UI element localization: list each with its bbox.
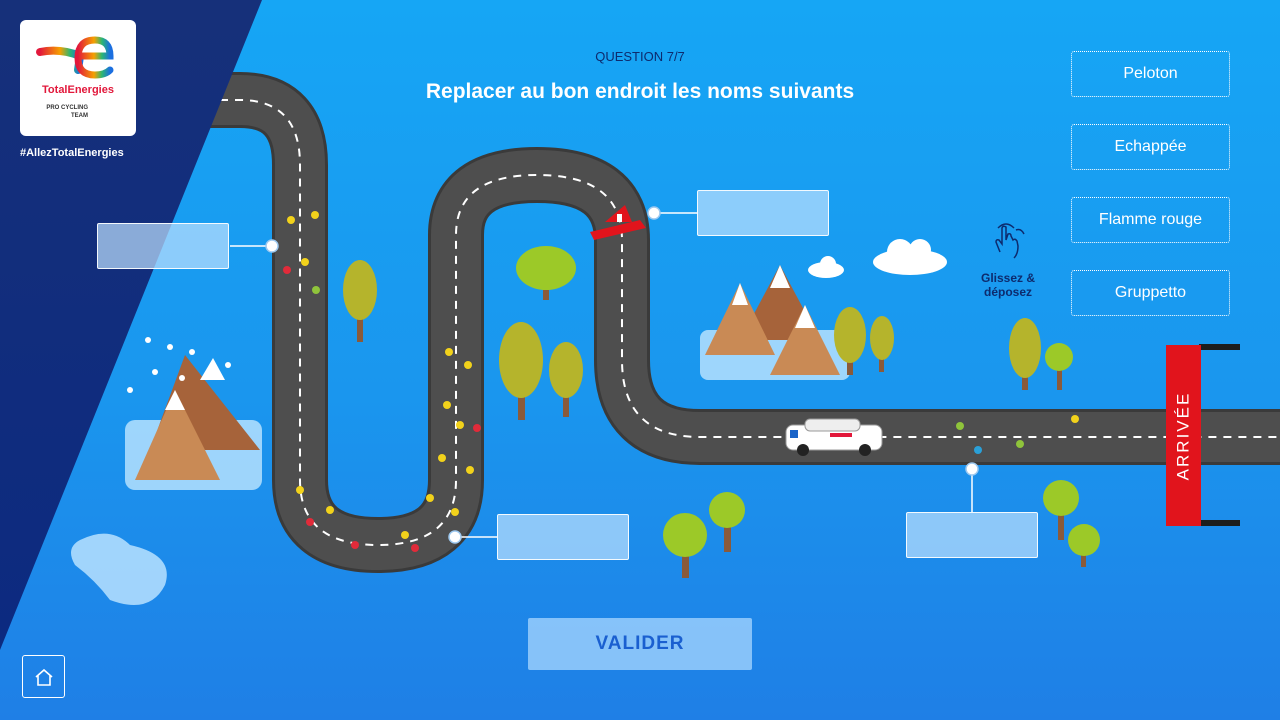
question-number: QUESTION 7/7 [595,49,685,64]
road [190,72,1280,574]
finish-posts [1199,344,1240,526]
flamme-rouge-banner [590,205,646,240]
decor-lake [71,533,167,605]
word-peloton[interactable]: Peloton [1071,51,1230,97]
mountains-left [125,337,262,490]
hand-swipe-icon [995,223,1025,259]
question-title: Replacer au bon endroit les noms suivant… [425,80,855,103]
word-echappee[interactable]: Echappée [1071,124,1230,170]
clouds [808,239,947,278]
hashtag: #AllezTotalEnergies [20,147,124,159]
word-gruppetto[interactable]: Gruppetto [1071,270,1230,316]
drop-zone-3[interactable] [497,514,629,560]
home-icon [34,668,53,686]
drag-drop-hint: Glissez &déposez [966,222,1050,299]
totalenergies-logo-icon [36,36,114,79]
mountains-right [700,265,850,380]
finish-banner: ARRIVÉE [1166,345,1201,526]
validate-button[interactable]: VALIDER [528,618,752,670]
trees [343,246,1100,578]
home-button[interactable] [22,655,65,698]
drop-zone-2[interactable] [697,190,829,236]
drop-zone-4[interactable] [906,512,1038,558]
team-car [785,418,883,456]
riders [283,211,1079,552]
drop-zone-1[interactable] [97,223,229,269]
word-flamme-rouge[interactable]: Flamme rouge [1071,197,1230,243]
